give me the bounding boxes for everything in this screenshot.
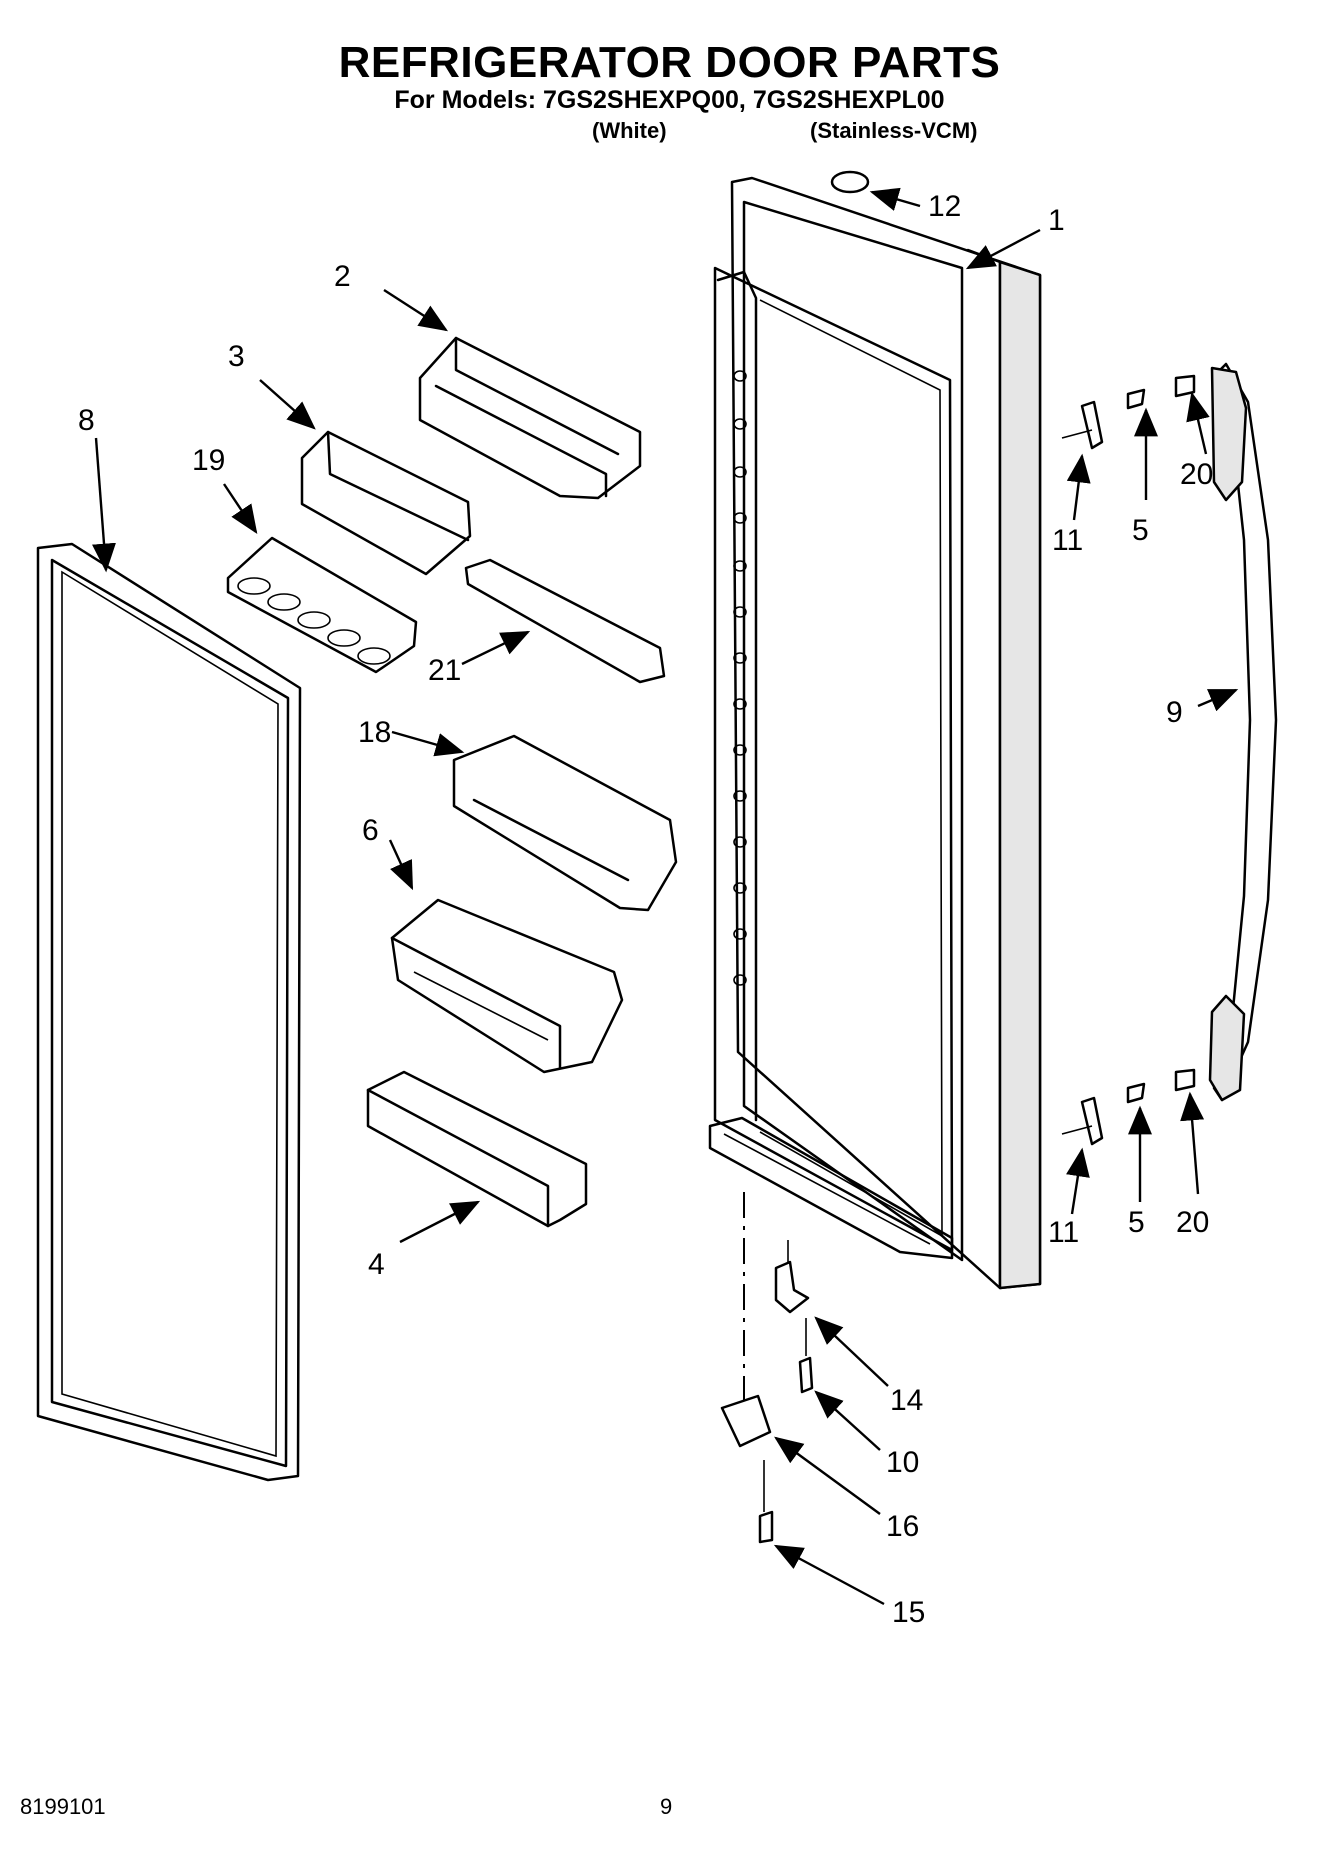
callout-20-upper: 20 (1180, 458, 1213, 491)
document-number: 8199101 (20, 1794, 106, 1819)
part-12-plug (830, 170, 870, 194)
part-1-refrigerator-door (708, 176, 1042, 1290)
callout-5-upper: 5 (1132, 514, 1149, 547)
part-18-door-bin (452, 734, 678, 912)
callout-15: 15 (892, 1596, 925, 1629)
part-9-door-handle (1208, 362, 1278, 1102)
page-title: REFRIGERATOR DOOR PARTS (338, 38, 1001, 87)
part-3-dairy-door (300, 430, 472, 576)
part-21-bin-trim (464, 558, 666, 684)
model-numbers: For Models: 7GS2SHEXPQ00, 7GS2SHEXPL00 (394, 86, 945, 114)
callout-18: 18 (358, 716, 391, 749)
callout-10: 10 (886, 1446, 919, 1479)
part-19-egg-tray (226, 536, 418, 674)
callout-12: 12 (928, 190, 961, 223)
callout-3: 3 (228, 340, 245, 373)
hinge-hardware (720, 1192, 814, 1544)
callout-1: 1 (1048, 204, 1065, 237)
hardware-lower (1061, 1068, 1196, 1146)
part-6-door-bin (390, 898, 624, 1074)
callout-leaders (92, 187, 1239, 1606)
hardware-upper (1061, 374, 1196, 450)
callout-11-upper: 11 (1052, 524, 1083, 557)
variant-white-label: (White) (592, 118, 667, 143)
callout-14: 14 (890, 1384, 923, 1417)
callout-9: 9 (1166, 696, 1183, 729)
callout-16: 16 (886, 1510, 919, 1543)
callout-20-lower: 20 (1176, 1206, 1209, 1239)
callout-8: 8 (78, 404, 95, 437)
callout-5-lower: 5 (1128, 1206, 1145, 1239)
callout-21: 21 (428, 654, 461, 687)
part-2-dairy-compartment (418, 336, 642, 500)
part-4-door-bin (366, 1070, 588, 1228)
callout-6: 6 (362, 814, 379, 847)
callout-11-lower: 11 (1048, 1216, 1079, 1249)
part-8-door-gasket (36, 542, 302, 1482)
callout-19: 19 (192, 444, 225, 477)
variant-stainless-label: (Stainless-VCM) (810, 118, 978, 143)
callout-2: 2 (334, 260, 351, 293)
page-number: 9 (660, 1794, 673, 1819)
callout-4: 4 (368, 1248, 385, 1281)
callout-numbers: 1 2 3 4 5 5 6 8 9 10 11 11 12 14 15 16 1… (78, 190, 1213, 1629)
